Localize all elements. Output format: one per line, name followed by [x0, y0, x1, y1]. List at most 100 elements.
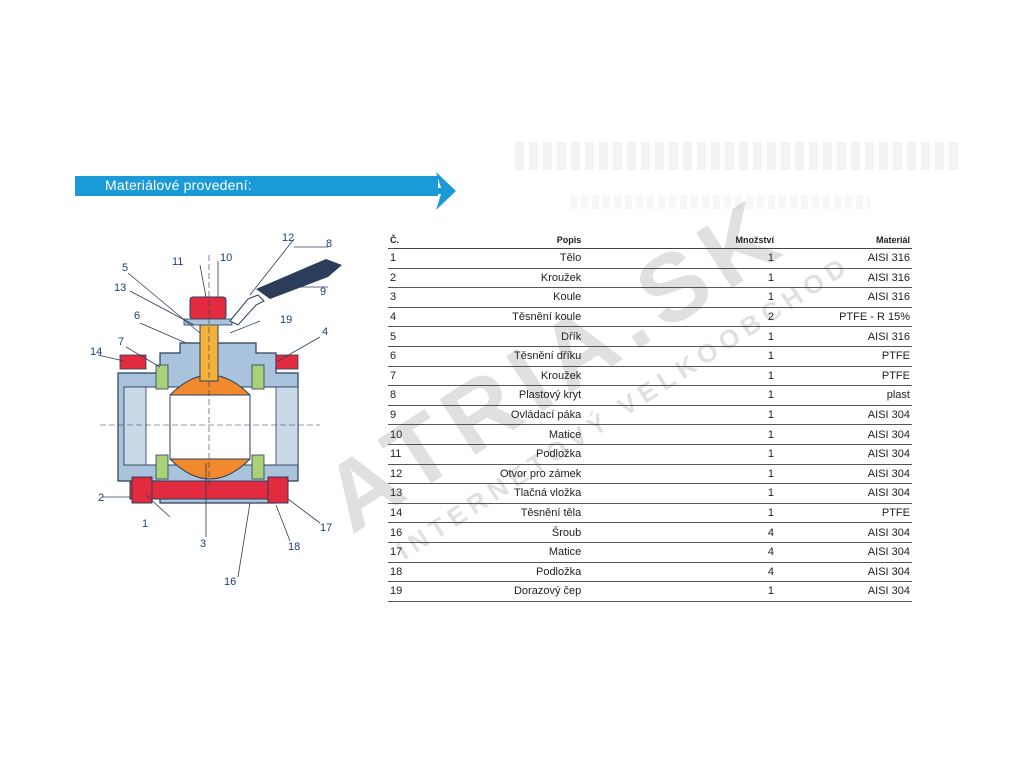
part-label: 6 — [134, 310, 140, 322]
cell-quantity: 1 — [583, 287, 777, 308]
arrow-right-icon — [436, 172, 456, 210]
cell-material: PTFE — [776, 346, 912, 367]
cell-material: AISI 304 — [776, 581, 912, 602]
cell-number: 18 — [388, 562, 440, 583]
faded-background-text — [570, 195, 870, 209]
cell-number: 12 — [388, 464, 440, 485]
cell-material: AISI 304 — [776, 522, 912, 543]
cell-material: AISI 316 — [776, 268, 912, 289]
cell-description: Otvor pro zámek — [439, 464, 584, 485]
faded-background-heading — [515, 142, 960, 170]
cell-number: 6 — [388, 346, 440, 367]
section-header: Materiálové provedení: — [75, 176, 438, 196]
cell-number: 19 — [388, 581, 440, 602]
part-label: 13 — [114, 282, 126, 294]
top-nut — [189, 296, 227, 320]
cell-quantity: 1 — [583, 483, 777, 504]
cell-description: Plastový kryt — [439, 385, 584, 406]
cell-number: 11 — [388, 444, 440, 465]
ball-seat-left — [155, 364, 169, 390]
cell-number: 14 — [388, 503, 440, 524]
cell-description: Tlačná vložka — [439, 483, 584, 504]
cell-quantity: 2 — [583, 307, 777, 328]
cell-description: Těsnění těla — [439, 503, 584, 524]
cell-material: PTFE — [776, 366, 912, 387]
cell-description: Podložka — [439, 562, 584, 583]
part-label: 4 — [322, 326, 328, 338]
cell-quantity: 1 — [583, 405, 777, 426]
section-title: Materiálové provedení: — [105, 177, 252, 193]
column-header-number: Č. — [388, 231, 440, 249]
cell-quantity: 1 — [583, 464, 777, 485]
cell-description: Matice — [439, 542, 584, 563]
column-header-quantity: Množství — [583, 231, 777, 249]
cell-material: AISI 304 — [776, 444, 912, 465]
cell-number: 10 — [388, 424, 440, 445]
cell-quantity: 4 — [583, 542, 777, 563]
cell-material: AISI 304 — [776, 424, 912, 445]
cell-material: AISI 304 — [776, 542, 912, 563]
cell-description: Kroužek — [439, 268, 584, 289]
cell-material: AISI 304 — [776, 483, 912, 504]
cell-description: Kroužek — [439, 366, 584, 387]
cell-quantity: 1 — [583, 385, 777, 406]
cell-material: AISI 316 — [776, 326, 912, 347]
part-label: 17 — [320, 522, 332, 534]
bottom-bolt — [129, 480, 285, 500]
part-label: 7 — [118, 336, 124, 348]
ball-seat-right — [251, 364, 265, 390]
cell-quantity: 1 — [583, 346, 777, 367]
cell-quantity: 1 — [583, 424, 777, 445]
cell-material: PTFE - R 15% — [776, 307, 912, 328]
cell-number: 16 — [388, 522, 440, 543]
cell-quantity: 4 — [583, 522, 777, 543]
valve-diagram: 1 2 3 4 5 6 7 8 9 10 11 12 13 14 16 17 1… — [90, 232, 342, 588]
cell-number: 9 — [388, 405, 440, 426]
cell-number: 2 — [388, 268, 440, 289]
cell-quantity: 4 — [583, 562, 777, 583]
part-label: 9 — [320, 286, 326, 298]
cell-quantity: 1 — [583, 268, 777, 289]
cell-material: AISI 316 — [776, 248, 912, 269]
cell-description: Šroub — [439, 522, 584, 543]
cell-description: Tělo — [439, 248, 584, 269]
cell-quantity: 1 — [583, 366, 777, 387]
column-header-material: Materiál — [776, 231, 912, 249]
part-label: 19 — [280, 314, 292, 326]
part-label: 8 — [326, 238, 332, 250]
cell-number: 8 — [388, 385, 440, 406]
part-label: 16 — [224, 576, 236, 588]
handle-grip — [256, 259, 342, 299]
cell-number: 17 — [388, 542, 440, 563]
column-header-description: Popis — [439, 231, 584, 249]
cell-description: Dorazový čep — [439, 581, 584, 602]
cell-material: AISI 316 — [776, 287, 912, 308]
part-label: 18 — [288, 541, 300, 553]
cell-number: 7 — [388, 366, 440, 387]
cell-description: Podložka — [439, 444, 584, 465]
cell-number: 1 — [388, 248, 440, 269]
cell-description: Matice — [439, 424, 584, 445]
cell-number: 3 — [388, 287, 440, 308]
table-header-row: Č. Popis Množství Materiál — [388, 231, 912, 249]
cell-description: Těsnění koule — [439, 307, 584, 328]
part-label: 12 — [282, 232, 294, 244]
part-label: 10 — [220, 252, 232, 264]
cell-number: 5 — [388, 326, 440, 347]
cell-quantity: 1 — [583, 444, 777, 465]
cell-quantity: 1 — [583, 326, 777, 347]
